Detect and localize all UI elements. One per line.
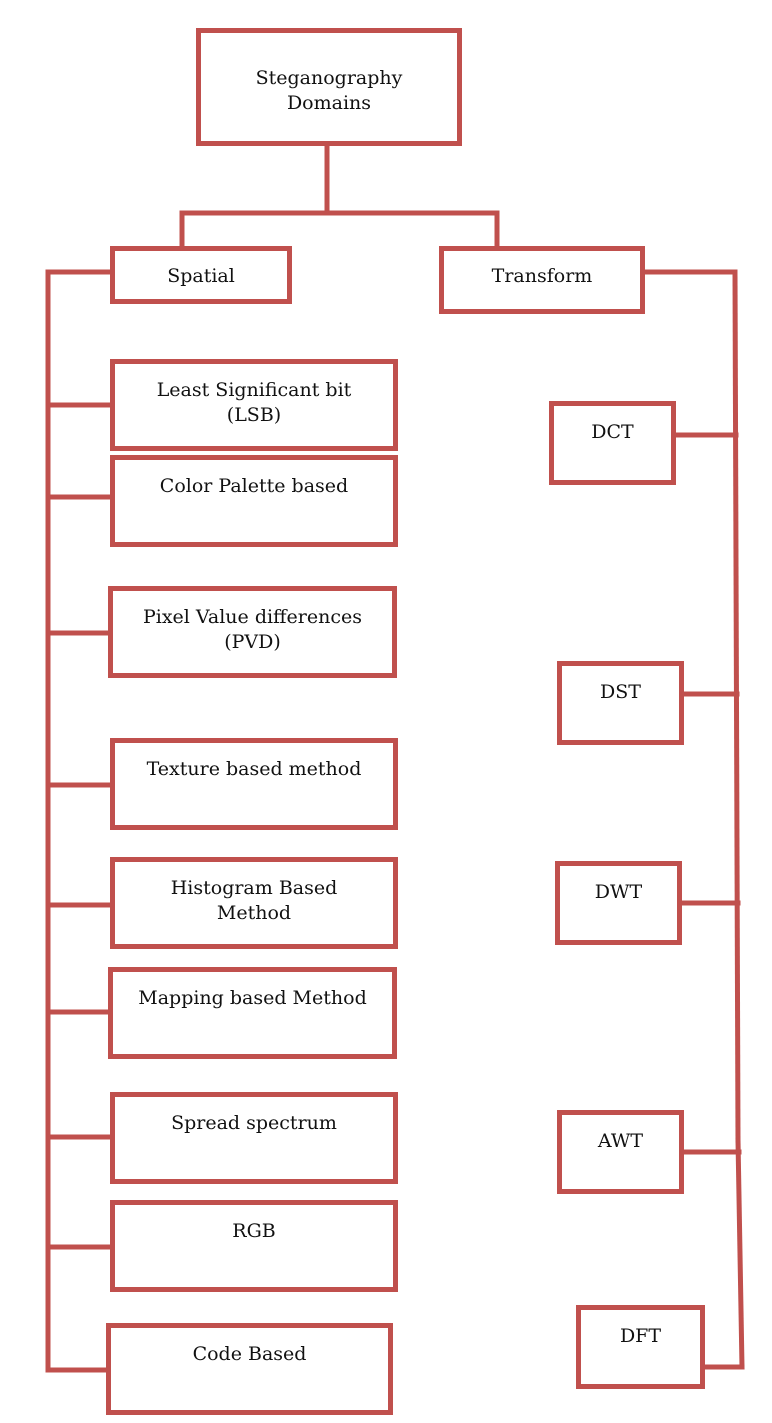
- spatial-item-rgb: RGB: [110, 1200, 398, 1292]
- transform-item-awt: AWT: [557, 1110, 684, 1194]
- spatial-item-spread-spectrum: Spread spectrum: [110, 1092, 398, 1184]
- transform-item-dct: DCT: [549, 401, 676, 485]
- transform-item-dft: DFT: [576, 1305, 705, 1389]
- spatial-item-lsb: Least Significant bit (LSB): [110, 359, 398, 451]
- spatial-item-texture: Texture based method: [110, 738, 398, 830]
- spatial-item-histogram: Histogram Based Method: [110, 857, 398, 949]
- spatial-node: Spatial: [110, 246, 292, 304]
- spatial-item-mapping: Mapping based Method: [108, 967, 397, 1059]
- spatial-item-pvd: Pixel Value differences (PVD): [108, 586, 397, 678]
- root-node: Steganography Domains: [196, 28, 462, 146]
- transform-trunk-upper: [732, 269, 741, 1143]
- transform-node: Transform: [439, 246, 645, 314]
- transform-item-dwt: DWT: [555, 861, 682, 945]
- transform-trunk-lower: [735, 1137, 745, 1370]
- spatial-item-color-palette: Color Palette based: [110, 455, 398, 547]
- spatial-item-code-based: Code Based: [106, 1323, 393, 1415]
- transform-item-dst: DST: [557, 661, 684, 745]
